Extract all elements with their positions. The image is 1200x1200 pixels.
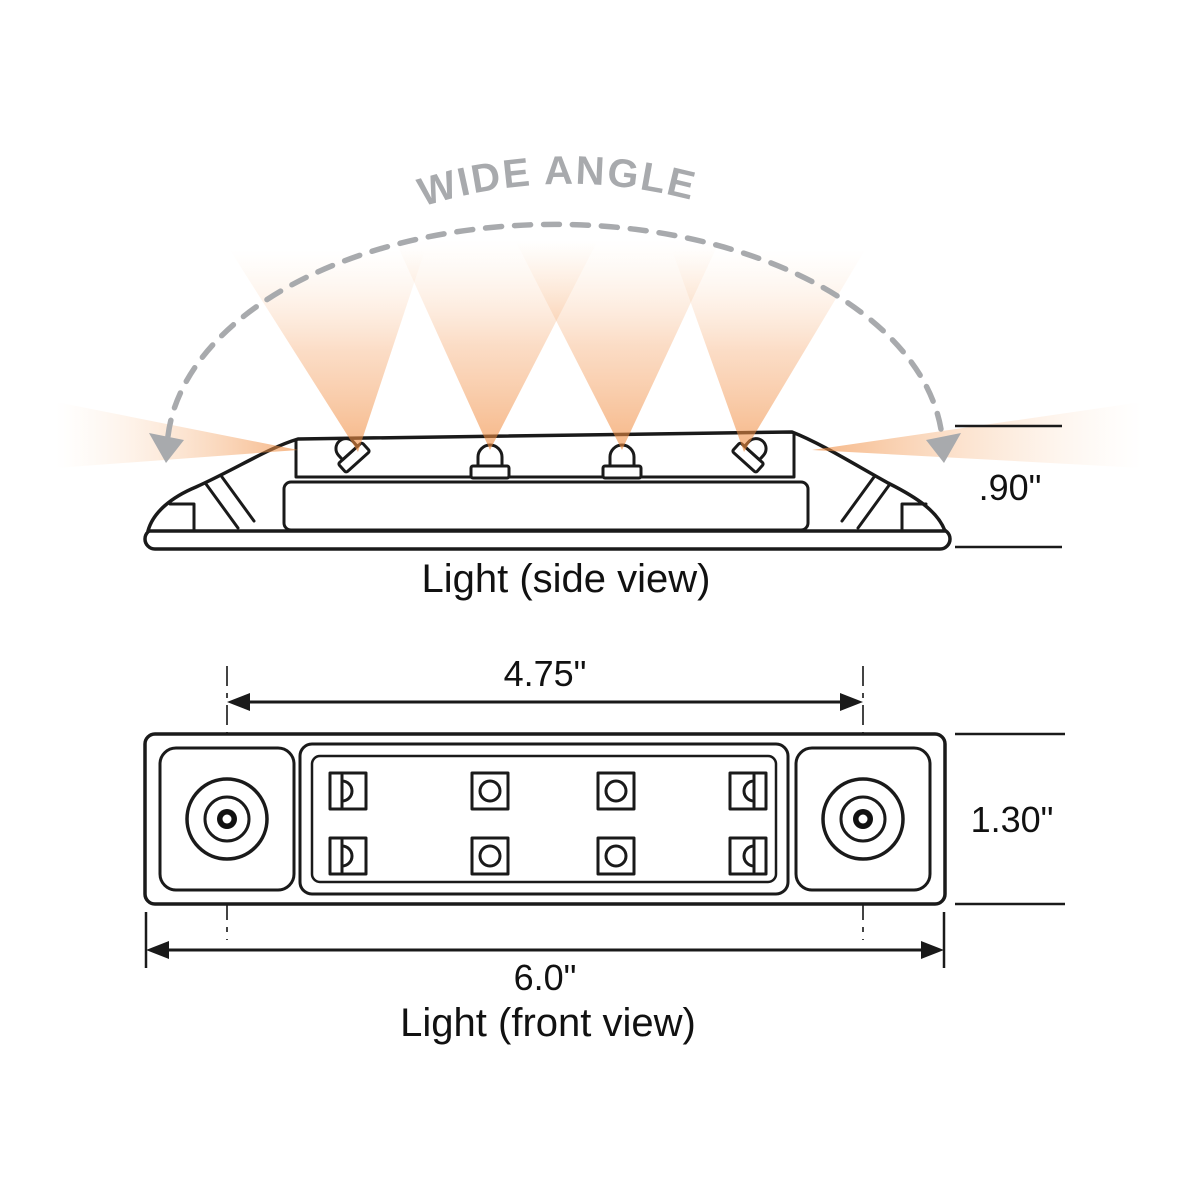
front-led-col1-bottom	[328, 836, 368, 876]
arc-arrowhead-right-icon	[926, 433, 961, 463]
beam-cone-outer-left	[230, 250, 425, 452]
side-right-step	[900, 502, 928, 533]
front-led-col4-bottom	[728, 836, 768, 876]
front-screw-right	[821, 777, 905, 861]
side-led-center-1	[469, 443, 511, 480]
side-view-fixture	[143, 430, 952, 551]
front-screw-left	[185, 777, 269, 861]
dim-front-width: 6.0"	[144, 912, 946, 998]
light-beam-cones	[56, 240, 1142, 468]
dim-front-width-label: 6.0"	[514, 957, 577, 998]
dim-front-height-label: 1.30"	[971, 799, 1054, 840]
front-view-fixture	[143, 666, 947, 940]
front-led-col3-top	[596, 771, 636, 811]
beam-fan-far-left	[56, 402, 298, 468]
dim-front-width-arrow-left-icon	[146, 941, 169, 959]
dim-front-width-arrow-right-icon	[921, 941, 944, 959]
front-view-caption: Light (front view)	[400, 1001, 696, 1045]
side-left-bracket-line-1	[204, 482, 240, 530]
arc-arrowhead-left-icon	[149, 433, 184, 463]
beam-fan-far-right	[812, 402, 1142, 468]
side-led-center-2	[601, 443, 643, 480]
wide-angle-dashed-arc	[165, 221, 945, 439]
front-led-col4-top	[728, 771, 768, 811]
side-view-caption: Light (side view)	[421, 557, 710, 601]
wide-angle-label: WIDE ANGLE	[413, 149, 701, 215]
front-led-col1-top	[328, 771, 368, 811]
dim-hole-spacing-arrow-right-icon	[840, 693, 863, 711]
front-lens-inner	[310, 754, 778, 884]
front-led-col3-bottom	[596, 836, 636, 876]
side-left-bracket-line-2	[220, 475, 256, 523]
side-lens	[282, 480, 810, 532]
front-right-bezel	[794, 746, 932, 892]
front-led-col2-top	[470, 771, 510, 811]
dim-hole-spacing-label: 4.75"	[504, 653, 587, 694]
front-led-col2-bottom	[470, 836, 510, 876]
side-right-bracket-line-2	[840, 475, 876, 523]
beam-cone-inner-right	[515, 240, 720, 450]
beam-cone-outer-right	[672, 250, 865, 452]
dim-front-height: 1.30"	[955, 732, 1065, 906]
side-right-bracket-line-1	[856, 482, 892, 530]
side-left-step	[168, 502, 196, 533]
dim-hole-spacing-arrow-left-icon	[227, 693, 250, 711]
side-led-channel	[294, 432, 796, 479]
dim-side-height: .90"	[955, 424, 1062, 549]
front-lens-outer	[298, 742, 790, 896]
dim-front-hole-spacing: 4.75"	[227, 653, 863, 711]
front-left-bezel	[158, 746, 296, 892]
dim-side-height-label: .90"	[979, 467, 1042, 508]
